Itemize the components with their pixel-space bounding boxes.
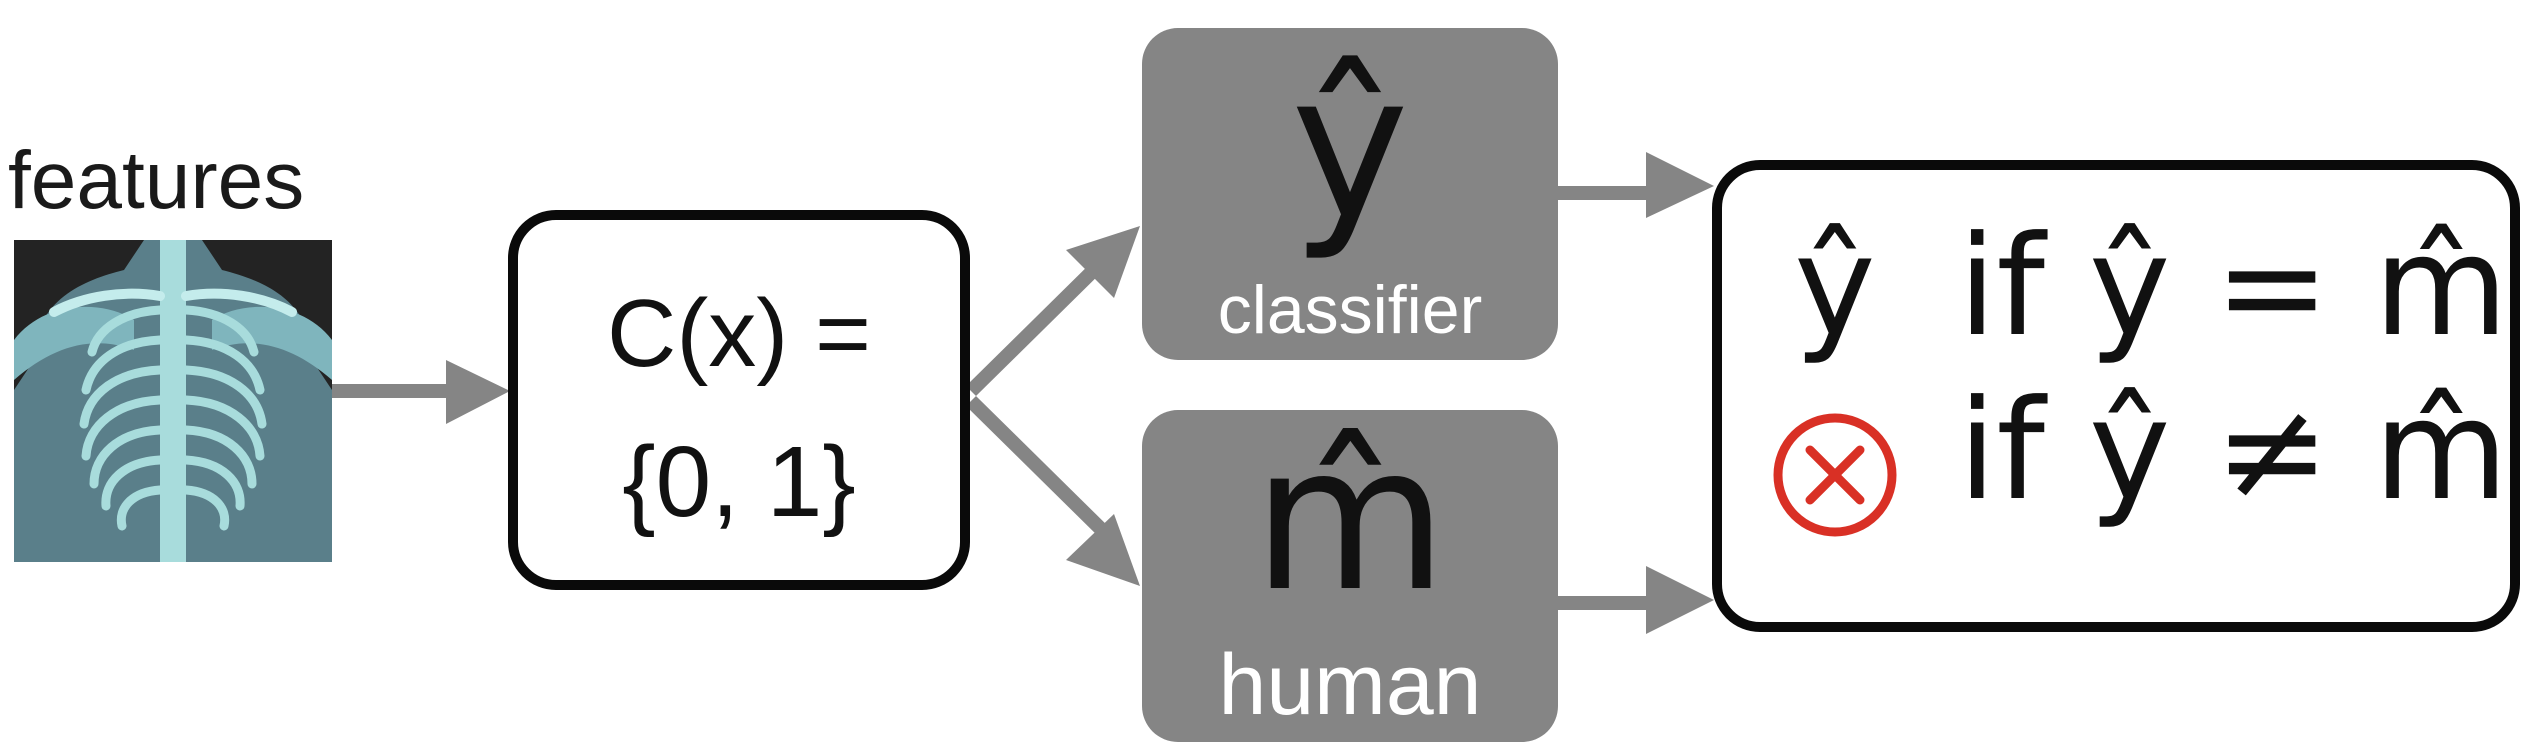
xray-image <box>14 240 332 562</box>
classifier-function-box: C(x) = {0, 1} <box>508 210 970 590</box>
classifier-box: ŷ classifier <box>1142 28 1558 360</box>
arrow-c-to-classifier <box>966 250 1114 396</box>
arrow-c-to-human <box>966 396 1114 542</box>
arrowhead-features-to-c <box>446 360 510 424</box>
arrow-features-to-c <box>332 384 452 398</box>
human-symbol: m̂ <box>1252 403 1448 636</box>
cross-circle-icon <box>1770 410 1900 562</box>
arrowhead-c-to-human <box>1066 514 1140 586</box>
features-label: features <box>8 135 305 226</box>
arrowhead-c-to-classifier <box>1066 226 1140 298</box>
output-accept-condition: if ŷ = m̂ <box>1958 206 2509 367</box>
arrow-human-to-output <box>1558 596 1652 610</box>
output-box: ŷ if ŷ = m̂ if ŷ ≠ m̂ <box>1712 160 2520 632</box>
arrowhead-classifier-to-output <box>1646 152 1714 218</box>
c-box-line2: {0, 1} <box>622 426 856 538</box>
arrow-classifier-to-output <box>1558 186 1652 200</box>
output-reject-condition: if ŷ ≠ m̂ <box>1958 370 2509 531</box>
c-box-line1: C(x) = <box>607 280 871 387</box>
human-caption: human <box>1218 637 1482 733</box>
human-box: m̂ human <box>1142 410 1558 742</box>
classifier-symbol: ŷ <box>1290 31 1410 264</box>
classifier-caption: classifier <box>1217 272 1483 348</box>
arrowhead-human-to-output <box>1646 566 1714 634</box>
output-accept-value: ŷ <box>1794 206 1876 367</box>
